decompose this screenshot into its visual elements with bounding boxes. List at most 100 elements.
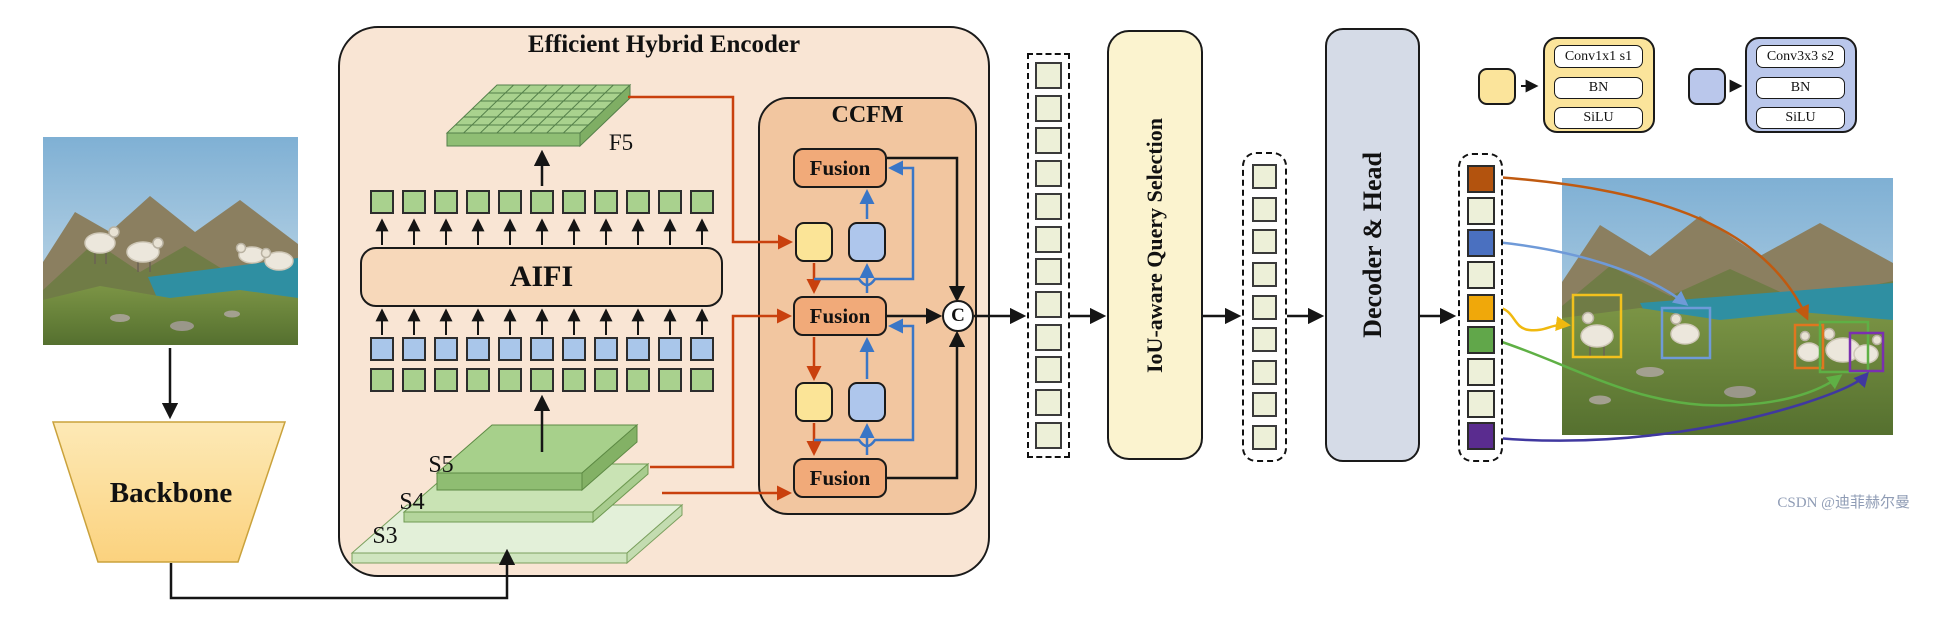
query-token [1252, 425, 1277, 450]
query-token [1252, 327, 1277, 353]
query-token [1252, 261, 1277, 287]
s3-label: S3 [372, 522, 398, 549]
legend-conv3x3-act: SiLU [1756, 107, 1845, 129]
query-token [1252, 392, 1277, 418]
detection-bounding-boxes [1571, 293, 1885, 374]
feature-token [1035, 291, 1062, 319]
token [530, 368, 554, 392]
s5-plate [435, 423, 639, 492]
legend-conv1x1-swatch [1478, 68, 1516, 105]
decoded-query-token [1466, 389, 1495, 418]
token [530, 190, 554, 214]
conv1x1-block-lower [795, 382, 833, 422]
feature-token [1035, 225, 1062, 253]
legend-conv1x1-bn: BN [1554, 77, 1643, 99]
feature-token [1035, 160, 1062, 188]
conv3x3-block-upper [848, 222, 886, 262]
backbone-label: Backbone [109, 476, 233, 509]
token [562, 190, 586, 214]
s4-label: S4 [399, 488, 425, 515]
fusion-block-top: Fusion [793, 148, 887, 188]
bbox-orange [1793, 323, 1825, 370]
token [562, 337, 586, 361]
aifi-token-arrows [375, 218, 709, 335]
bbox-green [1818, 320, 1870, 374]
legend-conv3x3-bn: BN [1756, 77, 1845, 99]
query-token [1252, 164, 1277, 189]
query-selection-box [1107, 30, 1203, 460]
input-image [43, 137, 298, 345]
black-flow-arrows [161, 79, 1743, 600]
token [594, 368, 618, 392]
token [402, 190, 426, 214]
query-token [1252, 196, 1277, 222]
query-token [1252, 229, 1277, 255]
aifi-input-token-row-pos [370, 337, 714, 361]
selected-query-sequence [1242, 152, 1287, 462]
decoded-query-token [1466, 293, 1495, 322]
ccfm-title: CCFM [831, 101, 904, 128]
fusion-block-bottom: Fusion [793, 458, 887, 498]
feature-token [1035, 389, 1062, 417]
decoded-query-token [1466, 197, 1495, 226]
bbox-purple [1848, 331, 1885, 373]
feature-token [1035, 94, 1062, 122]
conv3x3-block-lower [848, 382, 886, 422]
token [594, 190, 618, 214]
aifi-block: AIFI [360, 247, 723, 307]
token [626, 190, 650, 214]
token [434, 337, 458, 361]
decoded-query-token [1466, 422, 1495, 450]
decoded-query-token [1466, 357, 1495, 386]
token [370, 337, 394, 361]
watermark: CSDN @迪菲赫尔曼 [1777, 495, 1910, 511]
legend-conv3x3-swatch [1688, 68, 1726, 105]
decoded-query-token [1466, 229, 1495, 258]
encoder-output-sequence [1027, 53, 1070, 458]
token [498, 337, 522, 361]
output-image [1562, 178, 1893, 435]
bbox-yellow [1571, 293, 1623, 359]
query-to-box-curves [1495, 175, 1869, 442]
token [626, 337, 650, 361]
query-selection-label: IoU-aware Query Selection [1142, 117, 1167, 373]
token [498, 368, 522, 392]
fusion-block-middle: Fusion [793, 296, 887, 336]
blue-paths [814, 160, 915, 455]
token [370, 368, 394, 392]
sheep-group [1580, 311, 1883, 364]
feature-token [1035, 421, 1062, 449]
conv1x1-block-upper [795, 222, 833, 262]
concat-node: C [942, 300, 974, 332]
token [434, 190, 458, 214]
token [690, 337, 714, 361]
decoded-query-column [1458, 153, 1503, 462]
token [658, 368, 682, 392]
token [434, 368, 458, 392]
legend-conv1x1-title: Conv1x1 s1 [1554, 45, 1643, 68]
token [658, 190, 682, 214]
token [690, 190, 714, 214]
token [402, 368, 426, 392]
sheep-group [84, 226, 294, 272]
token [690, 368, 714, 392]
red-paths [628, 95, 822, 501]
feature-token [1035, 62, 1062, 89]
token [562, 368, 586, 392]
query-token [1252, 359, 1277, 385]
backbone-shape [51, 421, 287, 563]
feature-token [1035, 192, 1062, 220]
feature-token [1035, 356, 1062, 384]
bbox-blue [1660, 306, 1712, 360]
f5-grid [445, 83, 632, 148]
token [530, 337, 554, 361]
decoder-head-box [1325, 28, 1420, 462]
aifi-input-token-row [370, 368, 714, 392]
feature-token [1035, 258, 1062, 286]
decoded-query-token [1466, 261, 1495, 290]
token [626, 368, 650, 392]
legend-conv3x3-title: Conv3x3 s2 [1756, 45, 1845, 68]
token [402, 337, 426, 361]
